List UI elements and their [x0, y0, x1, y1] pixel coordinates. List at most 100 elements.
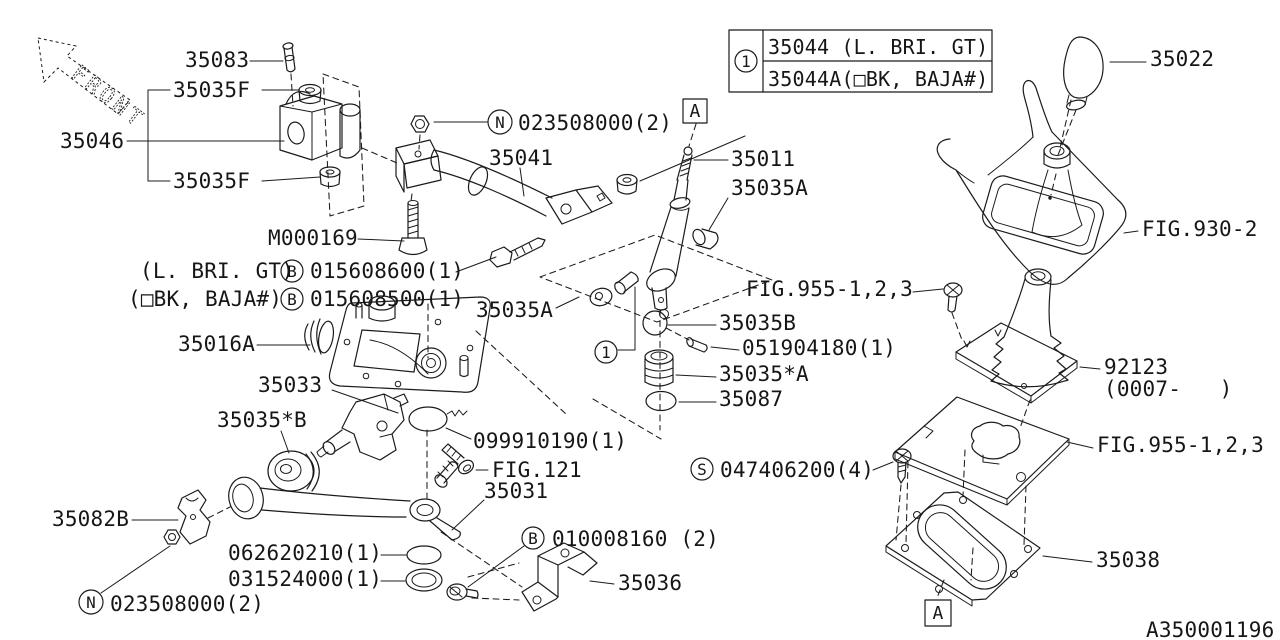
label-35031: 35031 — [484, 479, 548, 503]
svg-text:N: N — [86, 593, 96, 612]
label-35087: 35087 — [719, 387, 783, 411]
label-35022: 35022 — [1150, 47, 1214, 71]
plate-35038-drawing — [885, 449, 1041, 607]
svg-text:A: A — [932, 603, 943, 624]
ball-bushing-35035b-drawing — [642, 309, 669, 336]
label-m000169: M000169 — [268, 226, 358, 250]
section-marker-a-bottom: A — [924, 599, 952, 627]
console-fig930-drawing — [936, 79, 1127, 285]
bushing-35035b-star-drawing — [267, 450, 320, 492]
damper-35035f-lower-drawing — [319, 166, 341, 188]
callout-index-1: 1 — [594, 340, 618, 364]
bracket-side-cylinder — [339, 103, 361, 159]
screw-fig955-upper-drawing — [943, 282, 963, 341]
plate-35016a-drawing — [304, 295, 491, 432]
svg-text:B: B — [287, 262, 297, 281]
ref-row-2: 35044A(□BK, BAJA#) — [768, 67, 988, 91]
plate-35082b-drawing — [177, 489, 231, 545]
front-direction-arrow: FRONT — [37, 37, 150, 134]
ring-031524000-drawing — [405, 568, 443, 592]
section-marker-a-top: A — [682, 98, 708, 124]
spring-pin-051904180-drawing — [686, 337, 708, 353]
part-labels: 35083 35035F 35046 35035F M000169 (L. BR… — [52, 47, 1274, 640]
washer-062620210-drawing — [406, 545, 442, 565]
label-051904180: 051904180(1) — [742, 336, 896, 360]
label-35035a-upper: 35035A — [731, 176, 808, 200]
label-023508000-lower: 023508000(2) — [110, 592, 264, 616]
label-trim-bk: (□BK, BAJA#) — [128, 287, 282, 311]
tray-plate-fig955-drawing — [894, 396, 1070, 506]
label-015608600: 015608600(1) — [310, 259, 464, 283]
callout-b-gt: B — [280, 259, 304, 283]
svg-text:B: B — [528, 529, 538, 548]
label-35036: 35036 — [618, 571, 682, 595]
label-35035f-upper: 35035F — [173, 78, 250, 102]
reference-table: 1 35044 (L. BRI. GT) 35044A(□BK, BAJA#) — [728, 29, 993, 93]
ref-row-1: 35044 (L. BRI. GT) — [768, 35, 988, 59]
label-35035b: 35035B — [719, 311, 796, 335]
label-35046: 35046 — [60, 129, 124, 153]
label-fig930-2: FIG.930-2 — [1142, 217, 1258, 241]
bracket-35036-drawing — [521, 542, 598, 612]
label-35035-star-b: 35035*B — [217, 408, 307, 432]
boot-92123-drawing — [955, 268, 1078, 404]
svg-text:N: N — [495, 113, 505, 132]
boot-35035a-star-drawing — [644, 349, 674, 387]
screw-fig121-drawing — [441, 443, 475, 475]
label-35038: 35038 — [1096, 548, 1160, 572]
shift-knob-35022-drawing — [1057, 36, 1104, 156]
svg-text:1: 1 — [601, 343, 611, 362]
rod-end-clamp — [545, 185, 613, 225]
label-35041: 35041 — [489, 146, 553, 170]
pivot-threaded-stud — [434, 460, 459, 488]
callout-b-bk: B — [280, 287, 304, 311]
drawing-number: A350001196 — [1146, 618, 1274, 640]
label-35083: 35083 — [185, 48, 249, 72]
center-bushings-drawing — [475, 271, 708, 440]
spacer-35087-drawing — [645, 390, 677, 412]
svg-text:A: A — [689, 101, 700, 122]
rod-bracket — [395, 139, 442, 193]
label-010008160: 010008160 (2) — [552, 527, 719, 551]
flange-nut-lower — [163, 529, 181, 545]
label-trim-gt: (L. BRI. GT) — [140, 259, 294, 283]
joint-35033-drawing — [316, 393, 409, 461]
ref-index: 1 — [741, 52, 751, 71]
bolt-015608-drawing — [489, 237, 546, 268]
label-031524000: 031524000(1) — [228, 567, 382, 591]
label-099910190: 099910190(1) — [473, 429, 627, 453]
label-fig955-upper: FIG.955-1,2,3 — [746, 277, 913, 301]
label-062620210: 062620210(1) — [228, 541, 382, 565]
label-35035f-lower: 35035F — [173, 169, 250, 193]
callout-s: S — [690, 457, 714, 481]
label-35033: 35033 — [258, 373, 322, 397]
label-35035a-lower: 35035A — [476, 298, 553, 322]
label-047406200: 047406200(4) — [720, 458, 874, 482]
bushing-35035a-upper-drawing — [692, 228, 719, 250]
flange-bushing-upper — [616, 173, 638, 195]
svg-text:B: B — [287, 290, 297, 309]
pin-35083-drawing — [282, 42, 296, 73]
rod-35031-drawing — [228, 429, 461, 541]
label-015608500: 015608500(1) — [310, 287, 464, 311]
pivot-bolt — [614, 271, 639, 295]
label-35035-star-a: 35035*A — [719, 362, 809, 386]
grease-point-drawing — [408, 406, 468, 432]
console-collar — [1043, 142, 1071, 169]
flange-nut-upper — [410, 115, 430, 133]
front-label: FRONT — [66, 61, 149, 134]
leader-lines — [100, 60, 1147, 594]
label-023508000-upper: 023508000(2) — [518, 111, 672, 135]
callout-n-lower: N — [78, 589, 104, 615]
label-35082b: 35082B — [52, 507, 129, 531]
stay-rod-35041-drawing — [395, 115, 638, 268]
label-fig955-lower: FIG.955-1,2,3 — [1097, 433, 1264, 457]
label-35011: 35011 — [731, 147, 795, 171]
label-92123: 92123 — [1104, 355, 1168, 379]
callout-b-mid: B — [521, 526, 545, 550]
gear-shift-lever-35011-drawing — [539, 123, 773, 323]
label-35016a: 35016A — [178, 332, 255, 356]
bracket-35046-drawing — [279, 42, 398, 217]
